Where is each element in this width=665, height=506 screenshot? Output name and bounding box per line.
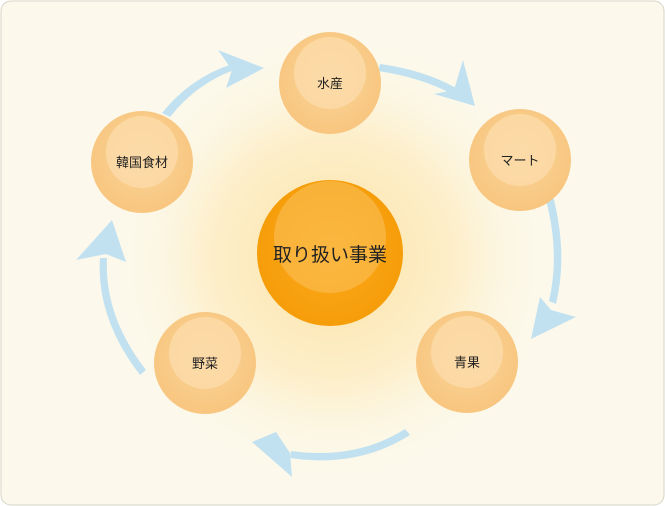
arrow-kankoku-to-suisan bbox=[162, 50, 264, 117]
center-node: 取り扱い事業 bbox=[257, 180, 403, 326]
node-label-yasai: 野菜 bbox=[192, 357, 218, 372]
arrow-yasai-to-kankoku bbox=[76, 220, 146, 375]
node-label-seika: 青果 bbox=[454, 356, 480, 371]
node-suisan: 水産 bbox=[279, 32, 381, 134]
node-kankoku: 韓国食材 bbox=[91, 111, 193, 213]
node-seika: 青果 bbox=[416, 311, 518, 413]
cycle-arrows bbox=[76, 50, 576, 477]
node-label-suisan: 水産 bbox=[317, 76, 343, 92]
arrow-suisan-to-mart bbox=[378, 60, 475, 106]
arrow-mart-to-seika bbox=[531, 196, 576, 339]
center-label: 取り扱い事業 bbox=[273, 244, 387, 266]
node-label-kankoku: 韓国食材 bbox=[116, 155, 168, 171]
node-yasai: 野菜 bbox=[154, 312, 256, 414]
node-mart: マート bbox=[469, 109, 571, 211]
arrow-seika-to-yasai bbox=[252, 429, 410, 477]
node-label-mart: マート bbox=[500, 154, 539, 169]
